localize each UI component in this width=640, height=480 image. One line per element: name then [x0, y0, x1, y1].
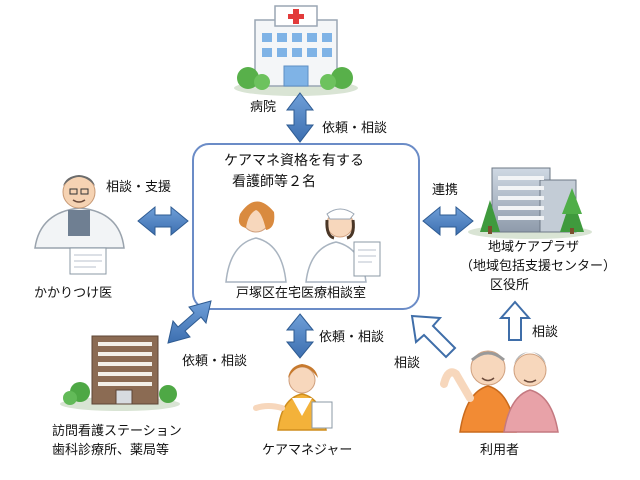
doctor-label: かかりつけ医 — [34, 286, 113, 301]
arrow-users-center — [410, 314, 457, 359]
arrow-station-center — [167, 300, 212, 344]
hospital-label: 病院 — [250, 100, 277, 115]
nurses-illustration — [225, 201, 381, 283]
caremanager-relation-label: 依頼・相談 — [319, 330, 385, 345]
arrow-hospital-center — [285, 92, 315, 143]
arrow-center-caremanager — [285, 313, 315, 359]
station-relation-label: 依頼・相談 — [182, 354, 248, 369]
doctor-illustration — [34, 175, 125, 275]
arrow-center-plaza — [422, 205, 474, 237]
users-label: 利用者 — [480, 443, 520, 458]
caremanager-illustration — [253, 364, 333, 431]
center-office-name: 戸塚区在宅医療相談室 — [236, 286, 367, 301]
center-title-line1: ケアマネ資格を有する — [224, 153, 364, 169]
plaza-illustration — [468, 167, 592, 239]
station-label-line1: 訪問看護ステーション — [52, 424, 182, 439]
doctor-relation-label: 相談・支援 — [106, 180, 172, 195]
users-center-relation-label: 相談 — [394, 356, 421, 371]
arrow-users-plaza — [498, 300, 532, 341]
plaza-label-line3: 区役所 — [490, 278, 530, 293]
plaza-label-line2: （地域包括支援センター） — [460, 259, 617, 274]
hospital-relation-label: 依頼・相談 — [322, 121, 388, 136]
users-illustration — [440, 350, 559, 433]
station-label-line2: 歯科診療所、薬局等 — [52, 443, 170, 458]
center-title-line2: 看護師等２名 — [232, 174, 316, 190]
hospital-illustration — [234, 5, 358, 96]
caremanager-label: ケアマネジャー — [262, 443, 353, 458]
station-illustration — [60, 335, 180, 411]
users-plaza-relation-label: 相談 — [532, 325, 559, 340]
plaza-relation-label: 連携 — [432, 183, 459, 198]
plaza-label-line1: 地域ケアプラザ — [488, 240, 580, 255]
arrow-doctor-center — [137, 205, 189, 237]
